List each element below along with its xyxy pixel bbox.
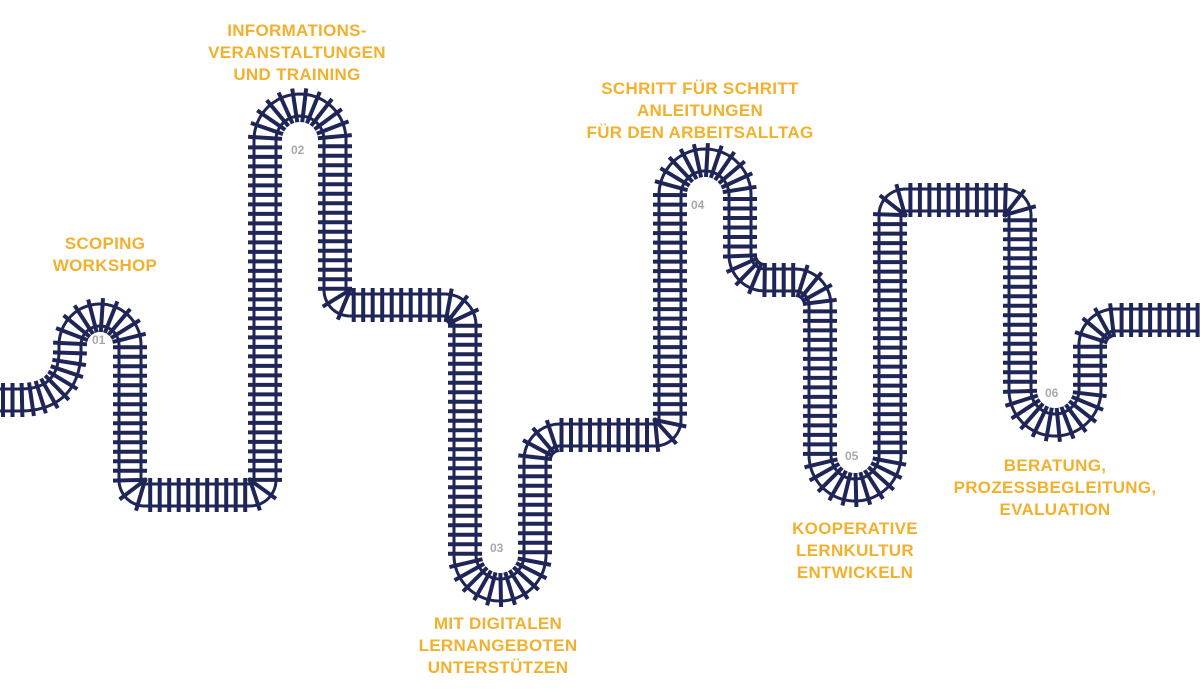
station-number-05: 05 <box>845 449 858 463</box>
station-number-06: 06 <box>1045 386 1058 400</box>
station-label-digitale-lernangebote: MIT DIGITALEN LERNANGEBOTEN UNTERSTÜTZEN <box>419 613 578 679</box>
station-label-beratung-evaluation: BERATUNG, PROZESSBEGLEITUNG, EVALUATION <box>954 455 1157 521</box>
label-line: SCHRITT FÜR SCHRITT <box>587 78 814 100</box>
station-number-02: 02 <box>291 143 304 157</box>
label-line: MIT DIGITALEN <box>419 613 578 635</box>
track-sleepers <box>3 88 1198 607</box>
label-line: ENTWICKELN <box>792 562 918 584</box>
label-line: UND TRAINING <box>208 64 386 86</box>
label-line: EVALUATION <box>954 499 1157 521</box>
label-line: BERATUNG, <box>954 455 1157 477</box>
label-line: INFORMATIONS- <box>208 20 386 42</box>
label-line: LERNANGEBOTEN <box>419 635 578 657</box>
label-line: FÜR DEN ARBEITSALLTAG <box>587 122 814 144</box>
station-number-01: 01 <box>92 333 105 347</box>
label-line: PROZESSBEGLEITUNG, <box>954 477 1157 499</box>
station-label-schritt-fuer-schritt: SCHRITT FÜR SCHRITT ANLEITUNGEN FÜR DEN … <box>587 78 814 144</box>
station-label-scoping-workshop: SCOPING WORKSHOP <box>53 233 157 277</box>
label-line: WORKSHOP <box>53 255 157 277</box>
label-line: LERNKULTUR <box>792 540 918 562</box>
station-number-03: 03 <box>490 541 503 555</box>
label-line: ANLEITUNGEN <box>587 100 814 122</box>
label-line: KOOPERATIVE <box>792 518 918 540</box>
station-number-04: 04 <box>691 198 704 212</box>
label-line: UNTERSTÜTZEN <box>419 657 578 679</box>
track-rail-outer <box>0 116 1199 601</box>
label-line: SCOPING <box>53 233 157 255</box>
station-label-informationsveranstaltungen: INFORMATIONS- VERANSTALTUNGEN UND TRAINI… <box>208 20 386 86</box>
label-line: VERANSTALTUNGEN <box>208 42 386 64</box>
station-label-kooperative-lernkultur: KOOPERATIVE LERNKULTUR ENTWICKELN <box>792 518 918 584</box>
